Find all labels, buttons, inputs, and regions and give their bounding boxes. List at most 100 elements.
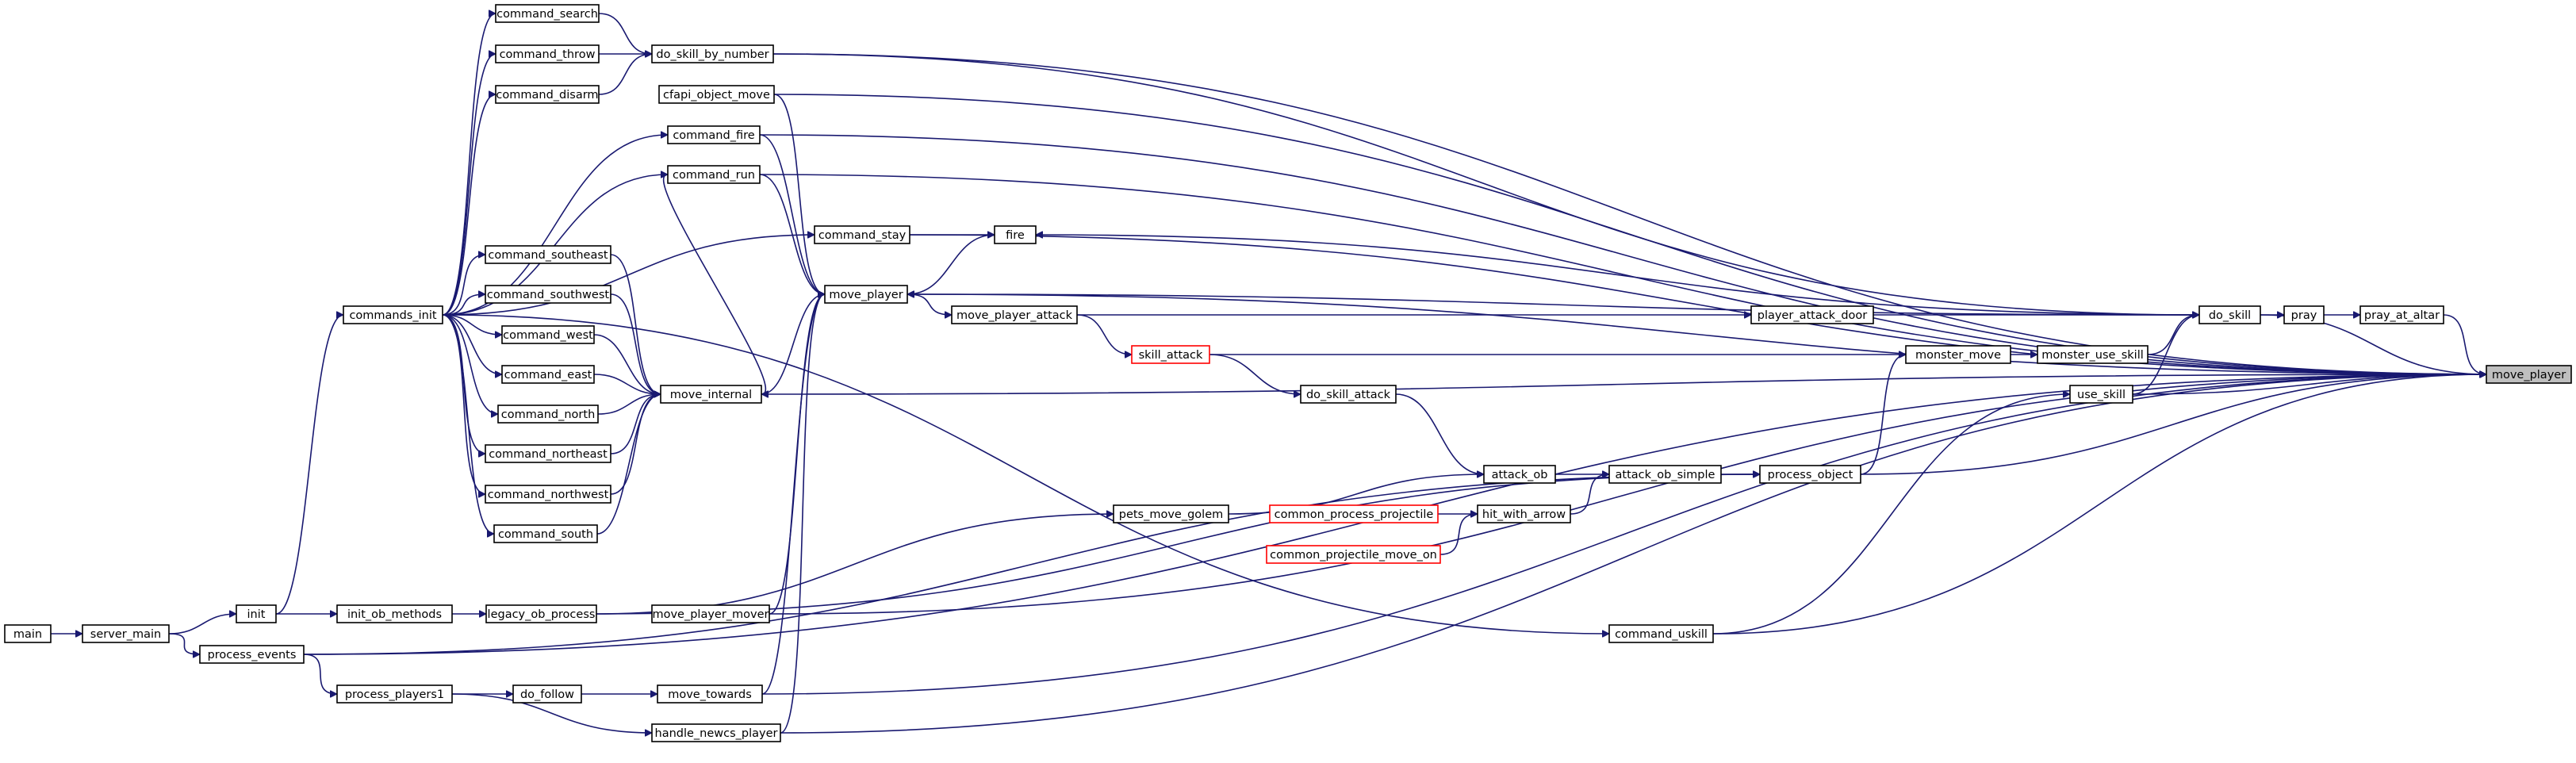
node-process-events[interactable]: process_events bbox=[199, 645, 305, 664]
node-move-player-attack[interactable]: move_player_attack bbox=[951, 305, 1078, 324]
node-label: command_throw bbox=[500, 48, 596, 61]
node-command-uskill[interactable]: command_uskill bbox=[1608, 624, 1714, 643]
node-command-southwest[interactable]: command_southwest bbox=[485, 285, 611, 304]
edge bbox=[610, 394, 661, 495]
node-move-towards[interactable]: move_towards bbox=[657, 684, 763, 704]
node-box bbox=[1113, 504, 1229, 523]
node-commands-init[interactable]: commands_init bbox=[343, 305, 443, 324]
node-command-throw[interactable]: command_throw bbox=[495, 44, 600, 63]
edge-commands_init-to-command_southeast bbox=[442, 255, 485, 316]
node-do-skill[interactable]: do_skill bbox=[2198, 305, 2261, 324]
node-command-run[interactable]: command_run bbox=[667, 165, 761, 184]
node-label: attack_ob bbox=[1492, 469, 1548, 481]
edge-command_uskill-to-move_player_focus bbox=[1712, 374, 2486, 635]
node-label: command_south bbox=[498, 528, 593, 541]
node-box bbox=[667, 165, 761, 184]
node-label: use_skill bbox=[2077, 389, 2126, 401]
node-do-skill-by-number[interactable]: do_skill_by_number bbox=[651, 44, 774, 63]
node-command-fire[interactable]: command_fire bbox=[667, 125, 761, 144]
edge-command_run-to-move_player_focus bbox=[759, 174, 2486, 374]
node-box bbox=[493, 524, 598, 543]
node-attack-ob[interactable]: attack_ob bbox=[1483, 465, 1556, 484]
edge bbox=[1860, 374, 2486, 475]
node-command-stay[interactable]: command_stay bbox=[814, 225, 910, 244]
node-move-internal[interactable]: move_internal bbox=[660, 385, 762, 404]
node-pets-move-golem[interactable]: pets_move_golem bbox=[1113, 504, 1229, 523]
node-box bbox=[1750, 305, 1874, 324]
node-hit-with-arrow[interactable]: hit_with_arrow bbox=[1477, 504, 1571, 523]
node-box bbox=[336, 684, 453, 704]
node-command-southeast[interactable]: command_southeast bbox=[485, 245, 611, 264]
edge bbox=[1439, 514, 1478, 555]
node-label: command_stay bbox=[818, 229, 907, 242]
edge-move_player_attack-to-skill_attack bbox=[1076, 314, 1132, 355]
node-label: monster_use_skill bbox=[2041, 349, 2144, 362]
node-label: handle_newcs_player bbox=[655, 727, 778, 740]
node-box bbox=[501, 325, 595, 344]
edge-commands_init-to-command_uskill bbox=[442, 314, 1609, 634]
node-move-player-mover[interactable]: move_player_mover bbox=[651, 604, 770, 623]
node-command-east[interactable]: command_east bbox=[501, 365, 595, 384]
node-init[interactable]: init bbox=[236, 604, 277, 623]
node-do-skill-attack[interactable]: do_skill_attack bbox=[1300, 385, 1397, 404]
node-skill-attack[interactable]: skill_attack bbox=[1131, 345, 1210, 364]
edge bbox=[442, 94, 496, 316]
node-legacy-ob-process[interactable]: legacy_ob_process bbox=[485, 604, 597, 623]
node-command-northeast[interactable]: command_northeast bbox=[485, 444, 611, 463]
edge-process_object-to-monster_move bbox=[1860, 355, 1907, 475]
node-command-north[interactable]: command_north bbox=[497, 405, 599, 424]
edge bbox=[593, 374, 661, 394]
node-box bbox=[485, 485, 611, 504]
node-main[interactable]: main bbox=[4, 624, 52, 643]
node-label: pray_at_altar bbox=[2364, 309, 2440, 322]
node-common-process-projectile[interactable]: common_process_projectile bbox=[1269, 504, 1439, 523]
node-init-ob-methods[interactable]: init_ob_methods bbox=[336, 604, 453, 623]
node-server-main[interactable]: server_main bbox=[82, 624, 170, 643]
node-box bbox=[651, 723, 781, 742]
edge bbox=[442, 314, 499, 414]
edge-init-to-commands_init bbox=[275, 315, 344, 615]
node-monster-use-skill[interactable]: monster_use_skill bbox=[2037, 345, 2149, 364]
edge bbox=[1712, 374, 2486, 635]
node-box bbox=[2486, 365, 2572, 384]
node-box bbox=[1759, 465, 1861, 484]
node-monster-move[interactable]: monster_move bbox=[1905, 345, 2011, 364]
edge-move_player-to-move_player_attack bbox=[907, 293, 952, 315]
node-common-projectile-move-on[interactable]: common_projectile_move_on bbox=[1266, 545, 1441, 564]
node-label: process_events bbox=[208, 649, 297, 661]
node-do-follow[interactable]: do_follow bbox=[512, 684, 582, 704]
node-handle-newcs-player[interactable]: handle_newcs_player bbox=[651, 723, 781, 742]
node-pray[interactable]: pray bbox=[2283, 305, 2325, 324]
node-fire[interactable]: fire bbox=[994, 225, 1037, 244]
node-cfapi-object-move[interactable]: cfapi_object_move bbox=[658, 85, 775, 104]
node-player-attack-door[interactable]: player_attack_door bbox=[1750, 305, 1874, 324]
node-command-south[interactable]: command_south bbox=[493, 524, 598, 543]
edge-pray_at_altar-to-move_player_focus bbox=[2443, 314, 2486, 374]
edge-commands_init-to-command_south bbox=[442, 314, 495, 534]
node-attack-ob-simple[interactable]: attack_ob_simple bbox=[1608, 465, 1722, 484]
node-move-player-focus[interactable]: move_player bbox=[2486, 365, 2572, 384]
node-move-player[interactable]: move_player bbox=[824, 285, 908, 304]
node-process-players1[interactable]: process_players1 bbox=[336, 684, 453, 704]
node-command-west[interactable]: command_west bbox=[501, 325, 595, 344]
edge bbox=[593, 334, 661, 394]
edge-common_projectile_move_on-to-hit_with_arrow bbox=[1439, 514, 1478, 555]
node-command-northwest[interactable]: command_northwest bbox=[485, 485, 611, 504]
node-process-object[interactable]: process_object bbox=[1759, 465, 1861, 484]
node-command-search[interactable]: command_search bbox=[495, 4, 600, 23]
edge-command_fire-to-move_player_focus bbox=[759, 134, 2486, 374]
edge bbox=[772, 53, 2486, 374]
node-command-disarm[interactable]: command_disarm bbox=[495, 85, 600, 104]
node-pray-at-altar[interactable]: pray_at_altar bbox=[2359, 305, 2444, 324]
node-label: move_player bbox=[2492, 369, 2566, 382]
edge-move_towards-to-move_player bbox=[761, 294, 826, 695]
edge-command_stay-to-move_player_focus bbox=[909, 234, 2486, 374]
node-box bbox=[1608, 465, 1722, 484]
node-use-skill[interactable]: use_skill bbox=[2069, 385, 2133, 404]
edge-server_main-to-init bbox=[168, 614, 236, 635]
edge-move_internal-to-move_player bbox=[761, 294, 826, 395]
edge bbox=[1860, 355, 1907, 475]
edge-process_events-to-process_players1 bbox=[303, 654, 337, 694]
node-label: command_run bbox=[673, 169, 755, 182]
edge-process_players1-to-handle_newcs_player bbox=[451, 693, 652, 733]
